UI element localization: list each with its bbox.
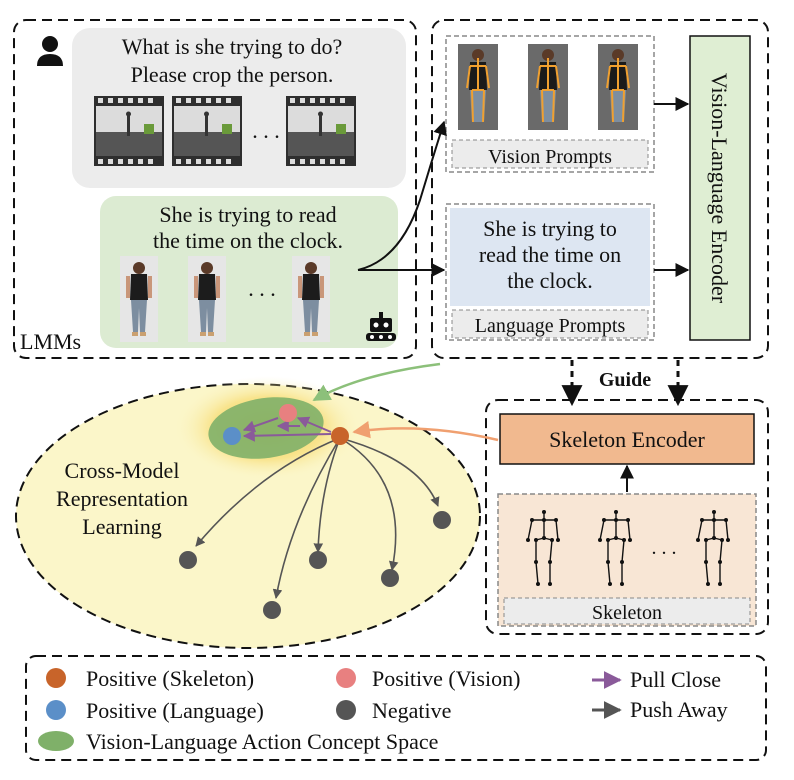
legend-concept-swatch [38,731,74,751]
legend-positive-language: Positive (Language) [86,698,264,723]
answer-line-2: the time on the clock. [153,228,343,253]
positive-vision-node [279,404,297,422]
robot-icon [366,312,396,341]
vision-language-encoder [689,35,751,341]
legend-push-away: Push Away [630,697,728,722]
representation-line-3: Learning [82,514,161,539]
language-line-1: She is trying to [483,216,617,241]
negative-node-2 [263,601,281,619]
legend-box [25,655,767,761]
pull-arrow-1 [242,429,332,442]
arrow-lmm-to-vision [357,120,447,271]
legend-negative: Negative [372,698,451,723]
legend-positive-skeleton: Positive (Skeleton) [86,666,254,691]
positive-language-node [223,427,241,445]
skeleton-panel [485,399,769,635]
vision-language-encoder-label: Vision-Language Encoder [707,73,732,304]
representation-line-1: Cross-Model [65,458,180,483]
legend-positive-vision: Positive (Vision) [372,666,520,691]
legend-vision-swatch [336,668,356,688]
pull-close-arrows [242,416,332,442]
language-line-3: the clock. [507,268,593,293]
arrow-vl-to-concept [312,362,441,402]
push-arrow-4 [339,437,399,571]
legend-pull-close: Pull Close [630,667,721,692]
prompt-panel [431,19,769,359]
negative-node-4 [381,569,399,587]
legend-negative-swatch [336,700,356,720]
answer-line-1: She is trying to read [159,202,336,227]
pull-arrow-2 [242,417,279,433]
positive-skeleton-node [331,427,349,445]
negative-node-1 [179,551,197,569]
push-arrow-2 [272,437,341,599]
guide-label: Guide [599,369,651,391]
question-line-2: Please crop the person. [131,62,334,87]
video-frame-1 [94,96,164,166]
lmm-panel [13,19,417,359]
pull-arrow-3 [296,416,332,433]
skeleton-encoder-label: Skeleton Encoder [549,427,705,452]
vision-prompts-label: Vision Prompts [488,146,612,168]
vision-prompt-frame-1 [457,43,499,131]
crop-person-1 [120,256,158,342]
skeleton-label: Skeleton [592,602,662,624]
push-arrow-3 [313,437,341,553]
crop-ellipsis: . . . [248,276,276,301]
legend-concept-space: Vision-Language Action Concept Space [86,729,438,754]
legend-language-swatch [46,700,66,720]
legend-skeleton-swatch [46,668,66,688]
crop-person-2 [188,256,226,342]
negative-node-5 [433,511,451,529]
push-arrow-1 [195,437,341,547]
language-prompts-label: Language Prompts [475,315,626,337]
arrow-skeleton-to-node [352,420,499,442]
push-arrow-5 [339,437,440,507]
user-icon [37,36,63,66]
vision-prompt-frame-3 [597,43,639,131]
crop-person-3 [292,256,330,342]
lmms-label: LMMs [20,329,81,354]
push-away-arrows [195,437,440,599]
video-frame-2 [172,96,242,166]
video-frame-3 [286,96,356,166]
vision-prompt-frame-2 [527,43,569,131]
representation-line-2: Representation [56,486,188,511]
question-line-1: What is she trying to do? [122,34,343,59]
skeleton-ellipsis: . . . [652,537,677,559]
video-ellipsis: . . . [252,118,280,143]
negative-node-3 [309,551,327,569]
language-line-2: read the time on [479,242,621,267]
skeleton-encoder [499,413,755,465]
